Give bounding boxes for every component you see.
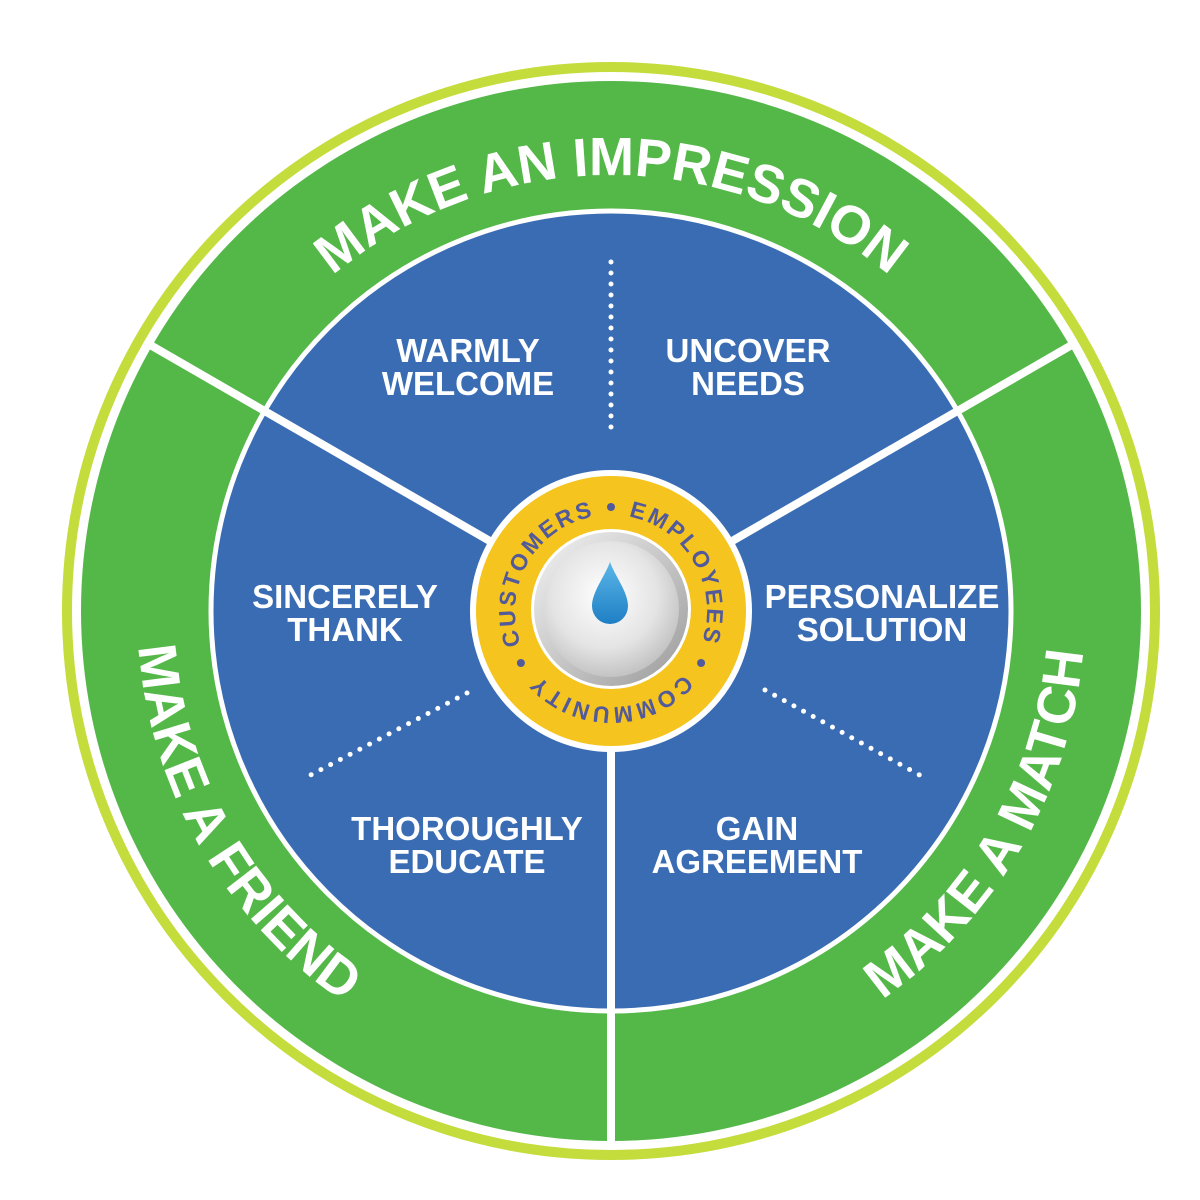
step-label-line-2: THANK bbox=[287, 611, 403, 648]
step-label-line-2: WELCOME bbox=[382, 365, 554, 402]
step-warmly-welcome: WARMLY WELCOME bbox=[382, 332, 554, 402]
step-label-line-1: PERSONALIZE bbox=[765, 578, 1000, 615]
center-hub: CUSTOMERS EMPLOYEES COMMUNITY bbox=[470, 470, 752, 752]
step-uncover-needs: UNCOVER NEEDS bbox=[665, 332, 830, 402]
ring-separator-dot bbox=[607, 503, 615, 511]
step-label-line-1: SINCERELY bbox=[252, 578, 438, 615]
step-sincerely-thank: SINCERELY THANK bbox=[252, 578, 438, 648]
step-label-line-2: EDUCATE bbox=[388, 843, 545, 880]
step-label-line-1: GAIN bbox=[716, 810, 799, 847]
dotted-divider-lower-right bbox=[762, 687, 928, 781]
step-thoroughly-educate: THOROUGHLY EDUCATE bbox=[351, 810, 583, 880]
segment-dividers bbox=[149, 342, 1073, 1142]
ring-separator-dot bbox=[697, 659, 706, 667]
step-label-line-1: UNCOVER bbox=[665, 332, 830, 369]
step-personalize-solution: PERSONALIZE SOLUTION bbox=[765, 578, 1000, 648]
step-label-line-1: THOROUGHLY bbox=[351, 810, 583, 847]
divider-upper-left bbox=[149, 342, 492, 545]
step-gain-agreement: GAIN AGREEMENT bbox=[652, 810, 863, 880]
divider-upper-right bbox=[730, 342, 1073, 545]
step-label-line-1: WARMLY bbox=[396, 332, 540, 369]
outer-ring-line bbox=[62, 62, 1160, 1160]
ring-separator-dot bbox=[516, 659, 525, 667]
step-label-line-2: AGREEMENT bbox=[652, 843, 863, 880]
step-label-line-2: NEEDS bbox=[691, 365, 805, 402]
dotted-divider-lower-left bbox=[302, 690, 470, 781]
water-drop-icon bbox=[592, 562, 628, 624]
dotted-dividers bbox=[302, 259, 928, 781]
step-label-line-2: SOLUTION bbox=[797, 611, 968, 648]
